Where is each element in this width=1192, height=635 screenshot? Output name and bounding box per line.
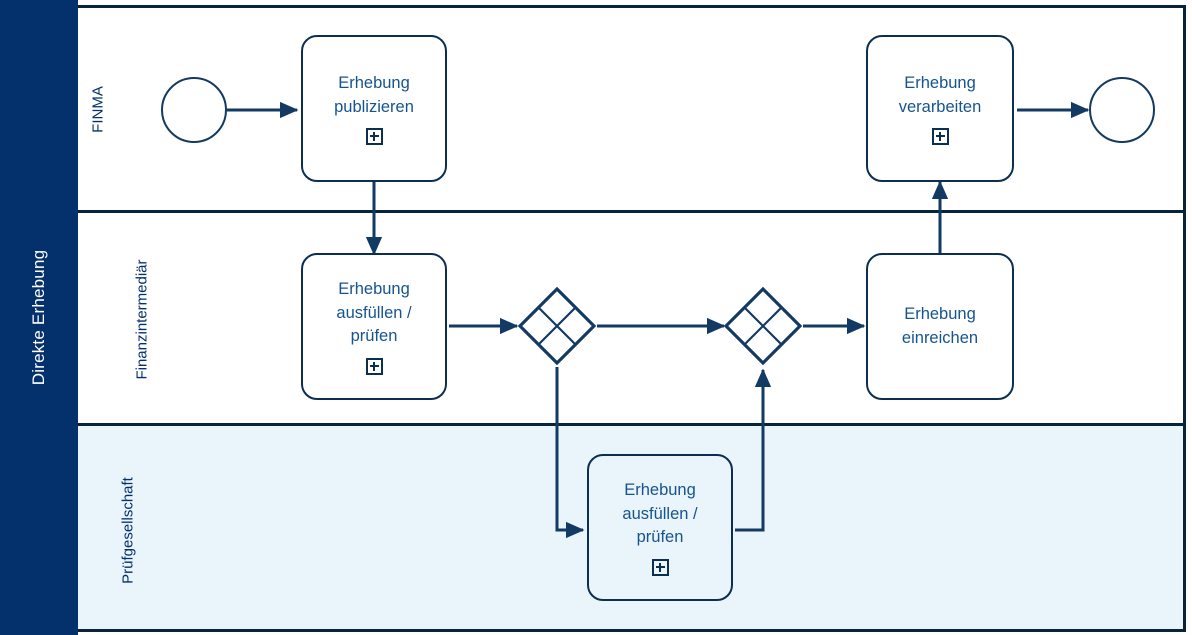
task-label: Erhebung einreichen	[901, 305, 979, 347]
task-erhebung-publizieren[interactable]: Erhebung publizieren	[301, 35, 447, 182]
lane-label-pruefgesellschaft: Prüfgesellschaft	[119, 477, 137, 584]
subprocess-plus-icon[interactable]	[651, 558, 669, 576]
task-erhebung-ausfuellen-pruefen-fi[interactable]: Erhebung ausfüllen / prüfen	[301, 253, 447, 400]
lane-label-finma: FINMA	[89, 86, 107, 133]
lane-label-finanzintermediaer: Finanzintermediär	[133, 259, 151, 380]
exclusive-gateway-split[interactable]	[517, 286, 597, 366]
task-label: Erhebung verarbeiten	[898, 74, 982, 116]
task-label: Erhebung ausfüllen / prüfen	[622, 481, 698, 547]
exclusive-gateway-join[interactable]	[723, 286, 803, 366]
pool-title: Direkte Erhebung	[29, 249, 48, 386]
task-label: Erhebung ausfüllen / prüfen	[336, 280, 412, 346]
task-erhebung-einreichen[interactable]: Erhebung einreichen	[866, 253, 1014, 400]
pool-header: Direkte Erhebung	[0, 0, 78, 635]
task-label: Erhebung publizieren	[334, 74, 414, 116]
lane-finanzintermediaer: Finanzintermediär	[78, 210, 1186, 423]
start-event[interactable]	[161, 77, 227, 143]
task-erhebung-ausfuellen-pruefen-pg[interactable]: Erhebung ausfüllen / prüfen	[587, 454, 733, 601]
end-event[interactable]	[1089, 77, 1155, 143]
task-erhebung-verarbeiten[interactable]: Erhebung verarbeiten	[866, 35, 1014, 182]
lane-finma: FINMA	[78, 5, 1186, 210]
subprocess-plus-icon[interactable]	[365, 357, 383, 375]
subprocess-plus-icon[interactable]	[365, 127, 383, 145]
subprocess-plus-icon[interactable]	[931, 127, 949, 145]
